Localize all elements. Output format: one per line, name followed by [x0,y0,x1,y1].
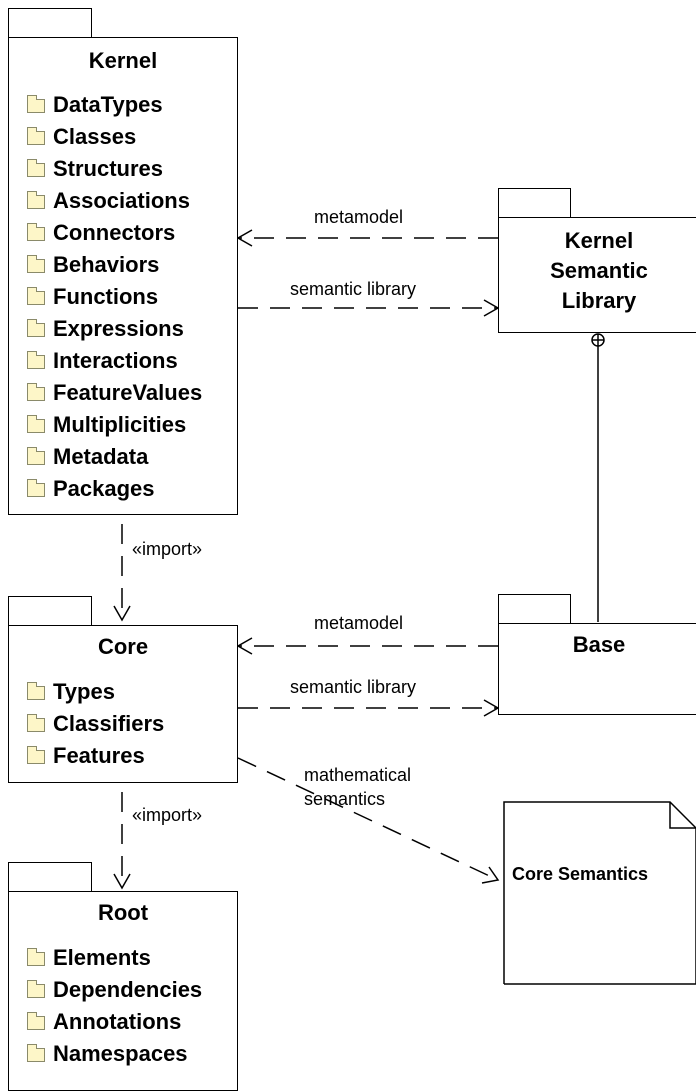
core-semantics-note-fold [669,802,696,829]
folder-icon [27,351,45,369]
kernel-metamodel-label: metamodel [314,207,404,227]
core-math-label-line-1: mathematical [304,765,412,785]
folder-icon [27,287,45,305]
kernel-core-import-arrowhead [113,605,131,622]
package-item[interactable]: Multiplicities [27,409,237,441]
folder-icon [27,223,45,241]
kernel-package-title: Kernel [88,48,158,73]
folder-icon [27,159,45,177]
package-item[interactable]: Features [27,740,237,772]
folder-icon [27,95,45,113]
folder-icon [27,383,45,401]
folder-icon [27,980,45,998]
package-item[interactable]: Behaviors [27,249,237,281]
folder-icon [27,191,45,209]
core-metamodel-arrowhead [236,637,253,655]
ksl-title-line-1: Kernel [564,228,634,253]
kernel-package-tab [8,8,92,38]
package-item[interactable]: Functions [27,281,237,313]
package-item[interactable]: Classes [27,121,237,153]
package-item[interactable]: Associations [27,185,237,217]
package-item[interactable]: Dependencies [27,974,237,1006]
folder-icon [27,319,45,337]
package-item[interactable]: Elements [27,942,237,974]
folder-icon [27,746,45,764]
package-item[interactable]: Metadata [27,441,237,473]
ksl-package-tab [498,188,571,218]
ksl-title-line-3: Library [561,288,637,313]
package-item[interactable]: Types [27,676,237,708]
folder-icon [27,1044,45,1062]
root-package[interactable]: Root Elements Dependencies Annotations N… [8,891,238,1091]
kernel-metamodel-arrowhead [236,229,253,247]
package-item[interactable]: DataTypes [27,89,237,121]
package-item[interactable]: Connectors [27,217,237,249]
core-semantics-note-outline [503,801,696,985]
folder-icon [27,127,45,145]
root-package-title: Root [97,900,149,925]
kernel-core-import-label: «import» [132,539,203,559]
package-item[interactable]: Structures [27,153,237,185]
folder-icon [27,948,45,966]
core-root-import-label: «import» [132,805,203,825]
base-package-tab [498,594,571,624]
core-semantics-note[interactable]: Core Semantics [504,802,696,984]
folder-icon [27,447,45,465]
folder-icon [27,1012,45,1030]
package-item[interactable]: Classifiers [27,708,237,740]
folder-icon [27,714,45,732]
package-item[interactable]: Packages [27,473,237,505]
core-root-import-arrowhead [113,873,131,890]
core-package[interactable]: Core Types Classifiers Features [8,625,238,783]
core-package-tab [8,596,92,626]
core-semlib-label: semantic library [290,677,417,697]
folder-icon [27,255,45,273]
package-item[interactable]: Interactions [27,345,237,377]
core-metamodel-label: metamodel [314,613,404,633]
folder-icon [27,479,45,497]
core-semantics-note-text: Core Semantics [512,864,649,884]
package-item[interactable]: Expressions [27,313,237,345]
base-package[interactable]: Base [498,623,696,715]
kernel-package[interactable]: Kernel DataTypes Classes Structures Asso… [8,37,238,515]
kernel-semantic-library-package[interactable]: Kernel Semantic Library [498,217,696,333]
core-package-title: Core [97,634,149,659]
package-item[interactable]: Annotations [27,1006,237,1038]
core-math-line [237,757,499,881]
folder-icon [27,682,45,700]
core-math-arrowhead [481,866,500,884]
package-item[interactable]: Namespaces [27,1038,237,1070]
core-math-label-line-2: semantics [304,789,386,809]
ksl-title-line-2: Semantic [550,258,648,283]
folder-icon [27,415,45,433]
kernel-semlib-label: semantic library [290,279,417,299]
base-package-title: Base [572,632,626,657]
package-item[interactable]: FeatureValues [27,377,237,409]
root-package-tab [8,862,92,892]
